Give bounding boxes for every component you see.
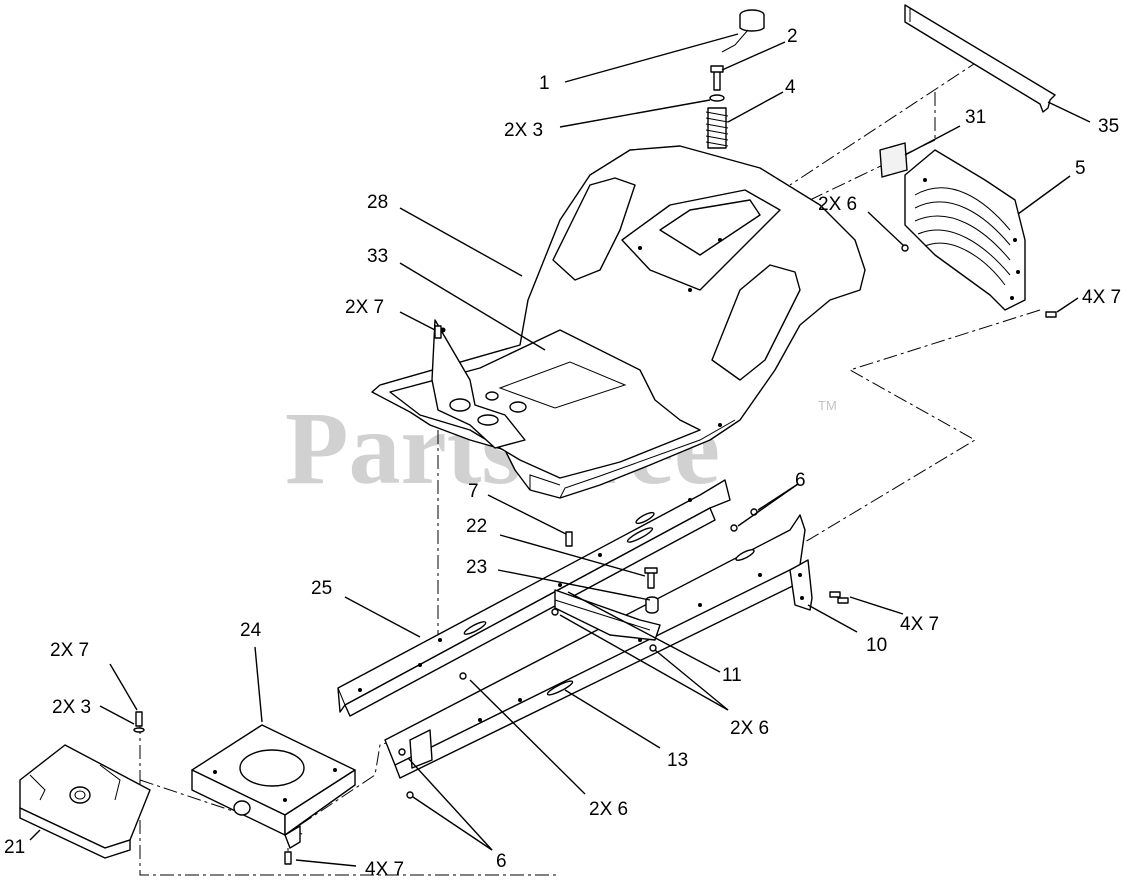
watermark-trademark: TM [818, 398, 837, 413]
hardware [133, 244, 1057, 865]
washer-3b [133, 727, 145, 733]
callout-1: 1 [539, 73, 550, 94]
callout-4x7-bottom: 4X 7 [365, 859, 404, 880]
bolt-7c [135, 711, 143, 727]
callout-4x7-right: 4X 7 [900, 614, 939, 635]
callout-23: 23 [466, 557, 487, 578]
part-11-cross-bracket [554, 589, 661, 641]
part-28-fender [371, 145, 866, 499]
callout-35: 35 [1098, 116, 1119, 137]
part-5-louvered-cover [904, 149, 1026, 311]
callout-25: 25 [311, 578, 332, 599]
callout-31: 31 [965, 107, 986, 128]
bolt-7f [829, 591, 841, 598]
callout-4: 4 [785, 77, 796, 98]
part-31-decal [879, 142, 908, 178]
callout-6-bottom: 6 [496, 851, 507, 872]
part-24-mounting-plate [191, 724, 356, 849]
bolt-7e [1045, 311, 1057, 318]
bolt-7a [434, 325, 442, 339]
callout-24: 24 [240, 620, 262, 641]
callout-2x7-mid: 2X 7 [345, 297, 384, 318]
bolt-7d [284, 851, 292, 865]
callout-2x6-top: 2X 6 [818, 194, 857, 215]
callout-2x6-mid: 2X 6 [730, 718, 769, 739]
callout-6-right: 6 [795, 470, 806, 491]
part-10-rear-bracket [789, 559, 813, 611]
part-4-spring [705, 107, 729, 149]
part-25-frame-rail [337, 479, 731, 717]
callout-2x3-top: 2X 3 [504, 120, 543, 141]
bolt-7g [837, 597, 849, 604]
nut-6d [551, 608, 559, 616]
callout-labels: 1 2 2X 3 4 35 31 5 2X 6 4X 7 28 33 2X 7 … [4, 26, 1121, 880]
bolt-7b [565, 531, 573, 547]
callout-2x3-left: 2X 3 [52, 697, 91, 718]
callout-2: 2 [787, 26, 798, 47]
part-35-angle-bar [904, 4, 1056, 113]
part-22-bolt [644, 567, 658, 589]
nut-6a [901, 244, 909, 252]
nut-6f [459, 672, 467, 680]
callout-7: 7 [468, 481, 479, 502]
part-2-screw [710, 65, 724, 91]
part-21-rear-cover [19, 744, 151, 859]
callout-2x7-left: 2X 7 [50, 640, 89, 661]
part-13-frame-rail [384, 514, 806, 779]
part-3-washer [709, 94, 725, 102]
callout-11: 11 [722, 665, 742, 686]
callout-21: 21 [4, 837, 25, 858]
callout-10: 10 [866, 635, 887, 656]
callout-22: 22 [466, 516, 487, 537]
nut-6h [406, 791, 414, 799]
nut-6g [398, 748, 406, 756]
callout-28: 28 [367, 192, 388, 213]
leader-lines [29, 33, 1091, 867]
callout-5: 5 [1075, 158, 1086, 179]
callout-4x7-top: 4X 7 [1082, 287, 1121, 308]
nut-6e [649, 644, 657, 652]
part-1-knob [721, 9, 765, 53]
nut-6c [730, 524, 738, 532]
part-23-spacer [645, 596, 659, 614]
callout-33: 33 [367, 246, 388, 267]
callout-2x6-bottom: 2X 6 [589, 799, 628, 820]
callout-13: 13 [667, 750, 688, 771]
